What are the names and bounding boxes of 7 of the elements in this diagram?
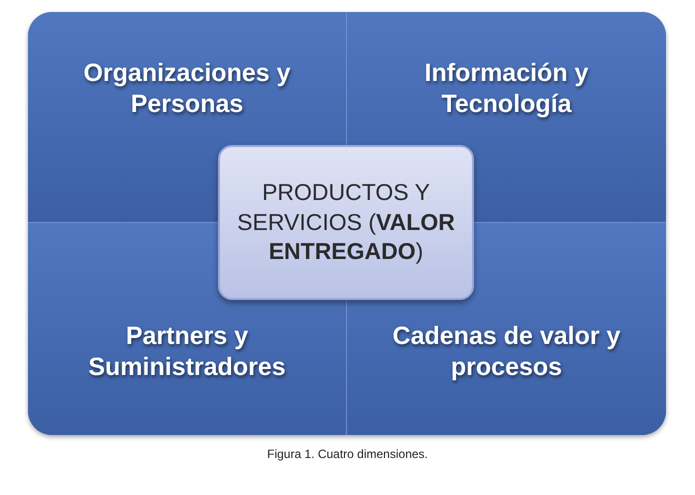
- dimension-title: Organizaciones y Personas: [82, 58, 292, 120]
- figure-caption: Figura 1. Cuatro dimensiones.: [267, 447, 428, 461]
- center-label: PRODUCTOS Y SERVICIOS (VALOR ENTREGADO): [236, 178, 456, 266]
- dimension-title: Cadenas de valor y procesos: [392, 321, 622, 384]
- dimension-title: Partners y Suministradores: [87, 321, 287, 384]
- center-box: [218, 145, 474, 300]
- dimension-title: Información y Tecnología: [424, 58, 590, 120]
